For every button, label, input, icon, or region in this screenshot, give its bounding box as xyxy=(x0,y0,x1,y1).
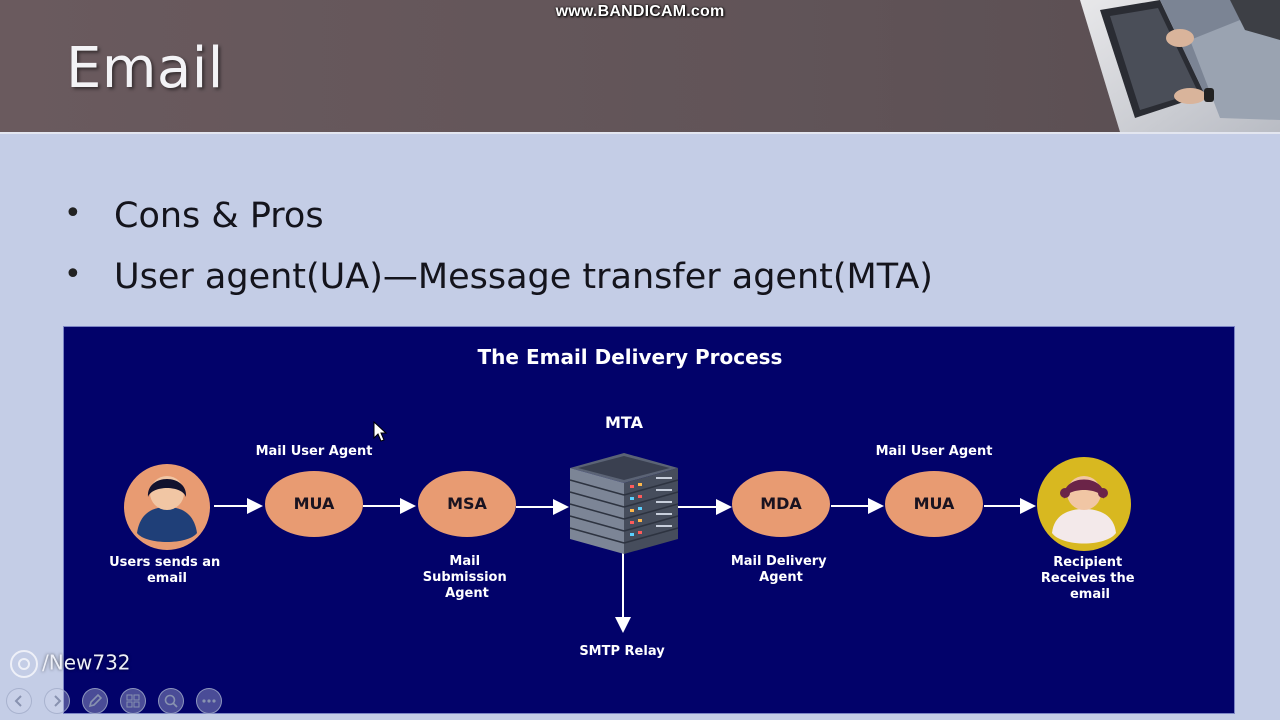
msa-label-line: Submission xyxy=(423,570,507,585)
msa-node xyxy=(418,471,516,537)
msa-bottom-label: Mail Submission Agent xyxy=(423,554,512,601)
msa-node-label: MSA xyxy=(447,494,487,513)
bullet-item: • Cons & Pros xyxy=(64,196,933,257)
mua-top-label: Mail User Agent xyxy=(256,444,373,459)
mua-top-label: Mail User Agent xyxy=(876,444,993,459)
recipient-label-line: Recipient xyxy=(1053,555,1122,570)
pen-icon xyxy=(88,693,103,708)
zoom-button[interactable] xyxy=(158,688,184,714)
email-delivery-diagram: The Email Delivery Process Users sends a… xyxy=(63,326,1235,714)
bullet-text: Cons & Pros xyxy=(114,196,324,236)
mda-bottom-label: Mail Delivery Agent xyxy=(731,554,831,585)
overlay-username: /New732 xyxy=(42,650,131,675)
sender-label: Users sends an email xyxy=(109,555,225,586)
mua-node-label: MUA xyxy=(294,494,335,513)
mta-label: MTA xyxy=(605,413,644,432)
user-overlay: /New732 xyxy=(10,650,131,678)
next-icon xyxy=(54,695,62,707)
slide-header: Email xyxy=(0,0,1280,134)
pen-tool-button[interactable] xyxy=(82,688,108,714)
sender-label-line: Users sends an xyxy=(109,555,220,570)
recipient-label-line: Receives the xyxy=(1041,571,1135,586)
sender-avatar xyxy=(124,464,210,550)
sender-label-line: email xyxy=(147,571,187,586)
smtp-relay-label: SMTP Relay xyxy=(579,644,665,659)
mda-label-line: Mail Delivery xyxy=(731,554,827,569)
mda-node xyxy=(732,471,830,537)
mta-server-icon xyxy=(569,453,679,554)
mouse-cursor-icon xyxy=(373,420,388,442)
slide-title: Email xyxy=(66,36,224,101)
more-icon xyxy=(202,699,216,703)
recording-watermark: www.BANDICAM.com xyxy=(555,3,725,20)
bullet-dot-icon: • xyxy=(64,196,82,231)
recipient-label-line: email xyxy=(1070,587,1110,602)
bullet-text: User agent(UA)—Message transfer agent(MT… xyxy=(114,257,933,297)
slides-icon xyxy=(126,694,140,708)
recipient-label: Recipient Receives the email xyxy=(1041,555,1139,602)
see-all-slides-button[interactable] xyxy=(120,688,146,714)
bullet-dot-icon: • xyxy=(64,257,82,292)
diagram-title: The Email Delivery Process xyxy=(478,345,783,369)
prev-icon xyxy=(14,695,22,707)
mua-node xyxy=(265,471,363,537)
zoom-icon xyxy=(164,694,178,708)
mua-node-label: MUA xyxy=(914,494,955,513)
bullet-list: • Cons & Pros • User agent(UA)—Message tra… xyxy=(64,196,933,318)
prev-slide-button[interactable] xyxy=(6,688,32,714)
bullet-item: • User agent(UA)—Message transfer agent(M… xyxy=(64,257,933,318)
laptop-photo xyxy=(1080,0,1280,132)
mda-label-line: Agent xyxy=(759,570,803,585)
mda-node-label: MDA xyxy=(760,494,802,513)
more-options-button[interactable] xyxy=(196,688,222,714)
msa-label-line: Mail xyxy=(449,554,480,569)
app-logo-icon xyxy=(10,650,38,678)
msa-label-line: Agent xyxy=(445,586,489,601)
next-slide-button[interactable] xyxy=(44,688,70,714)
mua-node xyxy=(885,471,983,537)
recipient-avatar xyxy=(1037,457,1131,551)
